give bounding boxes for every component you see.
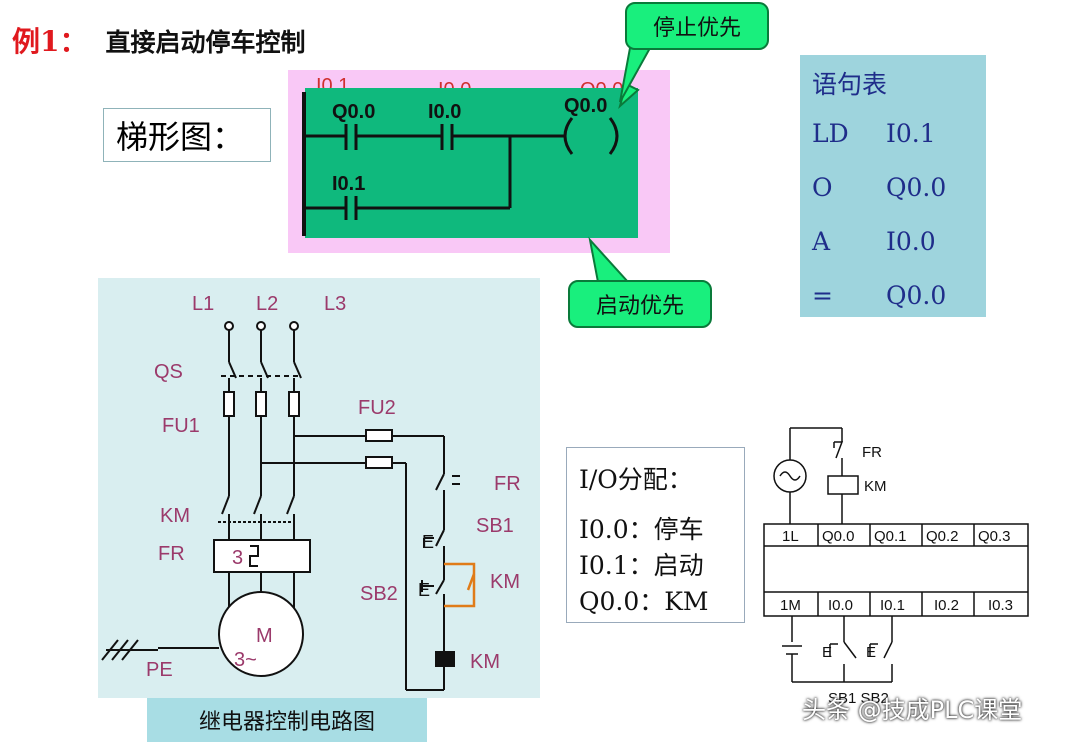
label-km-main: KM <box>160 505 190 527</box>
svg-text:E: E <box>422 532 434 552</box>
relay-control-circuit: L1 L2 L3 QS FU1 FU2 KM FR 3 M 3~ PE FR S… <box>101 293 521 691</box>
io-title: I/O分配： <box>579 465 693 494</box>
label-km-coil: KM <box>470 651 500 673</box>
label-l1: L1 <box>192 293 214 315</box>
svg-text:E: E <box>822 644 832 661</box>
page-title: 例1： 直接启动停车控制 <box>12 20 306 60</box>
plc-out-term: Q0.0 <box>822 528 855 545</box>
plc-in-term: I0.2 <box>934 597 959 614</box>
stop-priority-text: 停止优先 <box>652 16 741 41</box>
watermark: 头条 @技成PLC课堂 <box>802 696 1023 724</box>
plc-out-term: Q0.3 <box>978 528 1011 545</box>
label-km-aux: KM <box>490 571 520 593</box>
plc-label-fr: FR <box>862 444 882 461</box>
label-sb1: SB1 <box>476 515 514 537</box>
svg-text:E: E <box>418 580 430 600</box>
title-text: 直接启动停车控制 <box>105 28 306 57</box>
label-fr-num: 3 <box>232 547 243 569</box>
ladder-diagram: I0.1 I0.0 Q0.0 Q0.0 I0.0 Q0.0 I0.1 <box>302 75 640 238</box>
statement-list-title: 语句表 <box>812 70 888 99</box>
io-line: I0.0：停车 <box>579 515 704 544</box>
plc-in-term: I0.3 <box>988 597 1013 614</box>
plc-in-term: I0.0 <box>828 597 853 614</box>
example-label: 例1： <box>12 25 88 58</box>
label-motor-m: M <box>256 625 273 647</box>
plc-out-term: Q0.2 <box>926 528 959 545</box>
ladder-label-box: 梯形图： <box>103 108 271 162</box>
label-fr-ctrl: FR <box>494 473 521 495</box>
io-line: Q0.0：KM <box>579 587 709 616</box>
ladder-label: 梯形图： <box>116 118 245 156</box>
plc-out-term: Q0.1 <box>874 528 907 545</box>
stop-priority-bubble: 停止优先 <box>625 2 769 50</box>
ladder-contact-i01-label: I0.1 <box>332 173 365 195</box>
label-qs: QS <box>154 361 183 383</box>
start-priority-bubble: 启动优先 <box>568 280 712 328</box>
ladder-contact-i00-label: I0.0 <box>428 101 461 123</box>
statement-row: =Q0.0 <box>812 281 947 310</box>
label-fu2: FU2 <box>358 397 396 419</box>
label-l2: L2 <box>256 293 278 315</box>
plc-in-term: I0.1 <box>880 597 905 614</box>
relay-circuit-bg <box>98 278 540 698</box>
label-sb2: SB2 <box>360 583 398 605</box>
bubble-pointers <box>588 47 652 283</box>
relay-circuit-caption: 继电器控制电路图 <box>147 698 427 742</box>
ladder-contact-q00-label: Q0.0 <box>332 101 375 123</box>
svg-text:E: E <box>866 644 876 661</box>
io-line: I0.1：启动 <box>579 551 704 580</box>
start-priority-text: 启动优先 <box>595 294 684 319</box>
plc-label-km: KM <box>864 478 887 495</box>
ladder-green-panel <box>305 88 638 238</box>
label-l3: L3 <box>324 293 346 315</box>
label-motor-phase: 3~ <box>234 649 257 671</box>
plc-wiring-diagram: FR KM 1L Q0.0 Q0.1 Q0.2 Q0.3 1M I0.0 I0.… <box>763 427 1029 705</box>
plc-bottom-label: SB1 SB2 <box>828 690 889 705</box>
label-fr-main: FR <box>158 543 185 565</box>
caption-text: 继电器控制电路图 <box>198 710 375 735</box>
label-pe: PE <box>146 659 173 681</box>
plc-in-term: 1M <box>780 597 801 614</box>
label-fu1: FU1 <box>162 415 200 437</box>
plc-out-term: 1L <box>782 528 799 545</box>
ladder-coil-q00-label: Q0.0 <box>564 95 607 117</box>
io-assignment-box: I/O分配： I0.0：停车 I0.1：启动 Q0.0：KM <box>566 447 745 623</box>
